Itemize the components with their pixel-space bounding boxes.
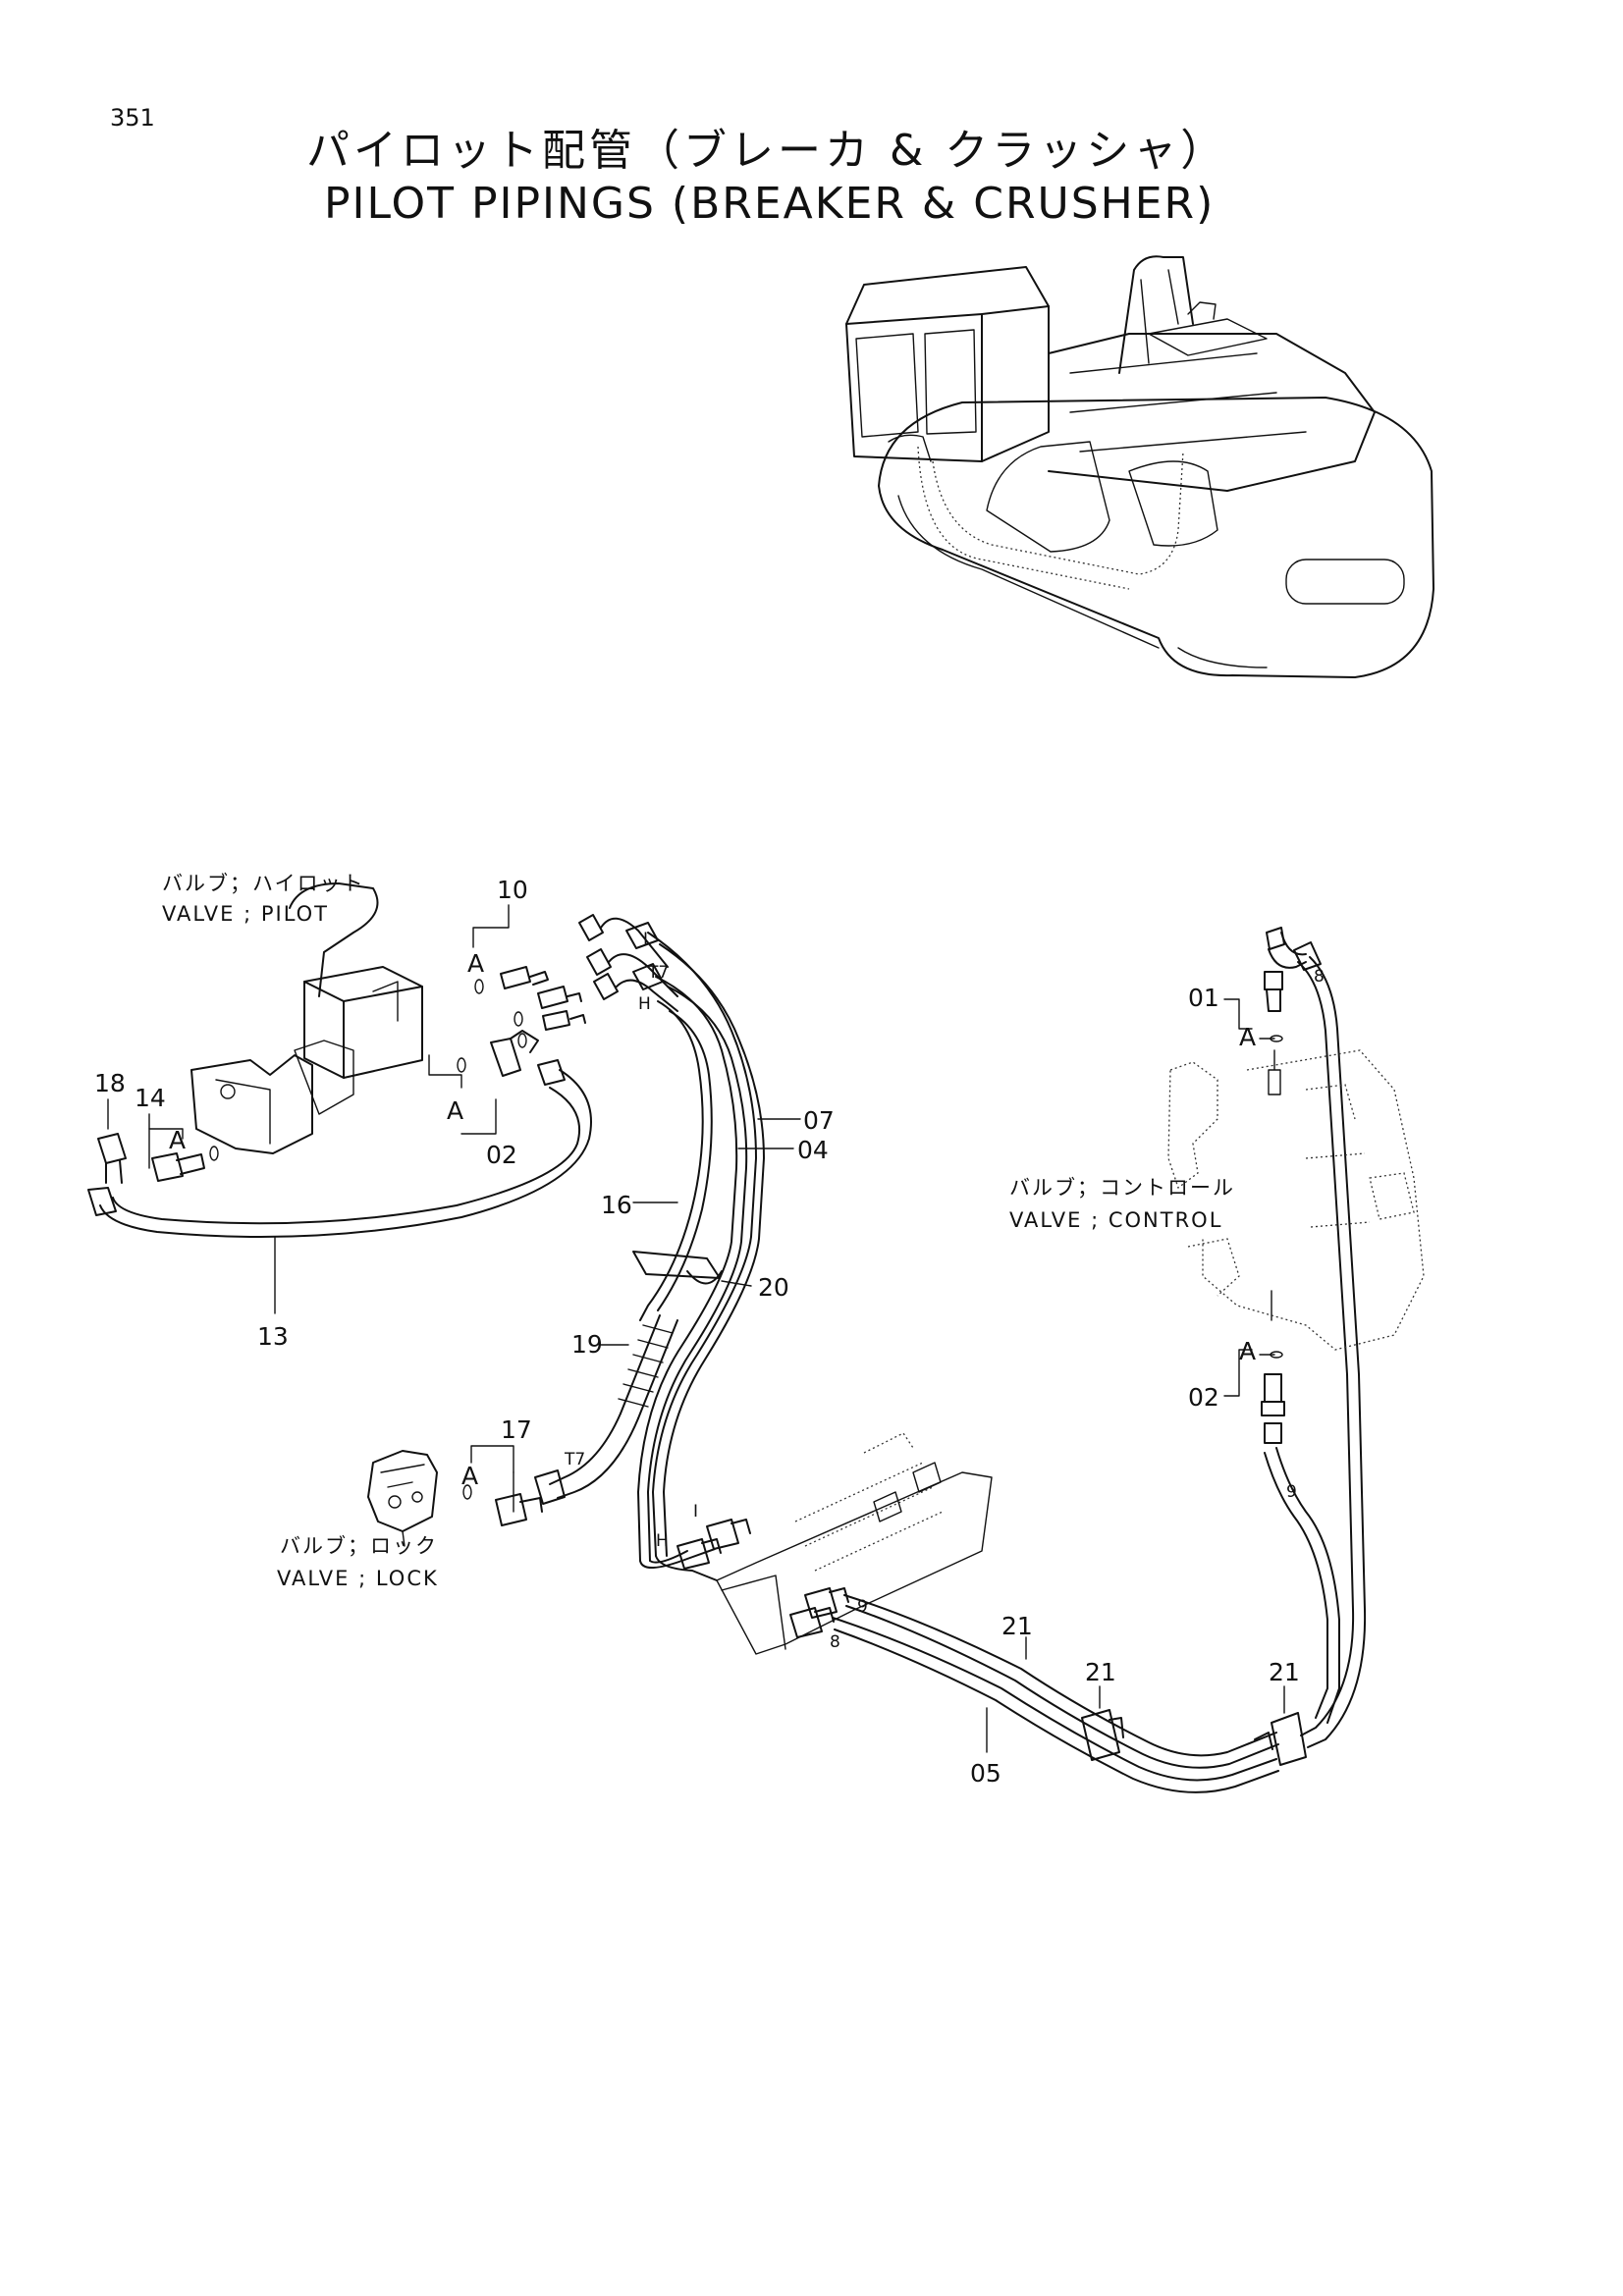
detail-marker-a: A	[1239, 1337, 1256, 1365]
callout-20: 20	[758, 1273, 789, 1302]
lower-fittings: I H 9 8	[656, 1502, 868, 1652]
valve-control-label-en: VALVE ; CONTROL	[1009, 1208, 1222, 1232]
fitting-group-01: 01 A	[1188, 971, 1283, 1095]
callout-14: 14	[135, 1084, 166, 1112]
callout-10: 10	[497, 876, 528, 904]
valve-lock-label-en: VALVE ; LOCK	[277, 1567, 439, 1590]
control-valve	[1167, 1049, 1425, 1351]
valve-control-label-jp: バルブ；コントロール	[1009, 1176, 1235, 1200]
hoses-08-05: 21 05	[832, 1594, 1279, 1793]
port-label-i-bottom: I	[693, 1502, 698, 1522]
fitting-group-02: A 02 9	[1188, 1290, 1297, 1502]
detail-marker-a: A	[467, 949, 484, 978]
port-label-9-control: 9	[1286, 1482, 1297, 1502]
control-valve-block-lower	[716, 1432, 993, 1655]
callout-11: 02	[486, 1141, 517, 1169]
fitting-group-10: 10 A	[467, 876, 586, 1048]
valve-pilot-label-en: VALVE ; PILOT	[162, 902, 329, 926]
callout-13: 13	[257, 1322, 289, 1351]
callout-02: 02	[1188, 1383, 1219, 1412]
clamp-21-left: 21	[1081, 1658, 1124, 1761]
hose-13: 13	[87, 1069, 592, 1351]
callout-17: 17	[501, 1415, 532, 1444]
hose-19: 19 T7	[534, 1314, 678, 1505]
port-label-h-top: H	[638, 994, 651, 1014]
fitting-group-14-18: 18 14 A	[94, 1069, 219, 1184]
excavator-overview-illustration	[845, 255, 1434, 678]
detail-marker-a: A	[447, 1096, 463, 1125]
pilot-valve	[190, 882, 423, 1154]
callout-04: 04	[797, 1136, 829, 1164]
callout-19: 19	[571, 1330, 603, 1359]
fitting-group-17: 17 A	[461, 1415, 543, 1526]
port-label-h-bottom: H	[656, 1531, 669, 1551]
right-vertical-hoses	[1264, 956, 1367, 1748]
port-label-8-block: 8	[830, 1632, 840, 1652]
port-label-t7-top: T7	[647, 963, 669, 983]
lock-valve	[367, 1450, 438, 1547]
callout-18: 18	[94, 1069, 126, 1097]
valve-pilot-label-jp: バルブ；ハイロット	[162, 872, 365, 895]
title-english: PILOT PIPINGS (BREAKER & CRUSHER)	[324, 179, 1215, 229]
clamp-21-right: 21	[1254, 1658, 1307, 1766]
port-label-i-top: I	[643, 930, 648, 949]
valve-lock-label-jp: バルブ；ロック	[280, 1534, 438, 1558]
callout-08: 21	[1001, 1612, 1033, 1640]
main-hose-bundle	[578, 914, 765, 1581]
elbow-top-right: 8	[1266, 927, 1325, 987]
detail-marker-a: A	[1239, 1023, 1256, 1051]
title-japanese: パイロット配管（ブレーカ & クラッシャ）	[306, 126, 1227, 176]
detail-marker-a: A	[461, 1462, 478, 1490]
fitting-group-11: A 02	[428, 1030, 566, 1169]
port-label-8-control: 8	[1314, 967, 1325, 987]
port-label-9-block: 9	[857, 1597, 868, 1617]
callout-16: 16	[601, 1191, 632, 1219]
clamp-20: 20	[632, 1251, 789, 1302]
port-label-t7-lock: T7	[564, 1450, 585, 1469]
callout-01: 01	[1188, 984, 1219, 1012]
callout-21-right: 21	[1269, 1658, 1300, 1686]
callout-21-left: 21	[1085, 1658, 1116, 1686]
detail-marker-a: A	[169, 1126, 186, 1154]
callout-05: 05	[970, 1759, 1001, 1788]
callout-07: 07	[803, 1106, 835, 1135]
page-number: 351	[110, 104, 155, 132]
